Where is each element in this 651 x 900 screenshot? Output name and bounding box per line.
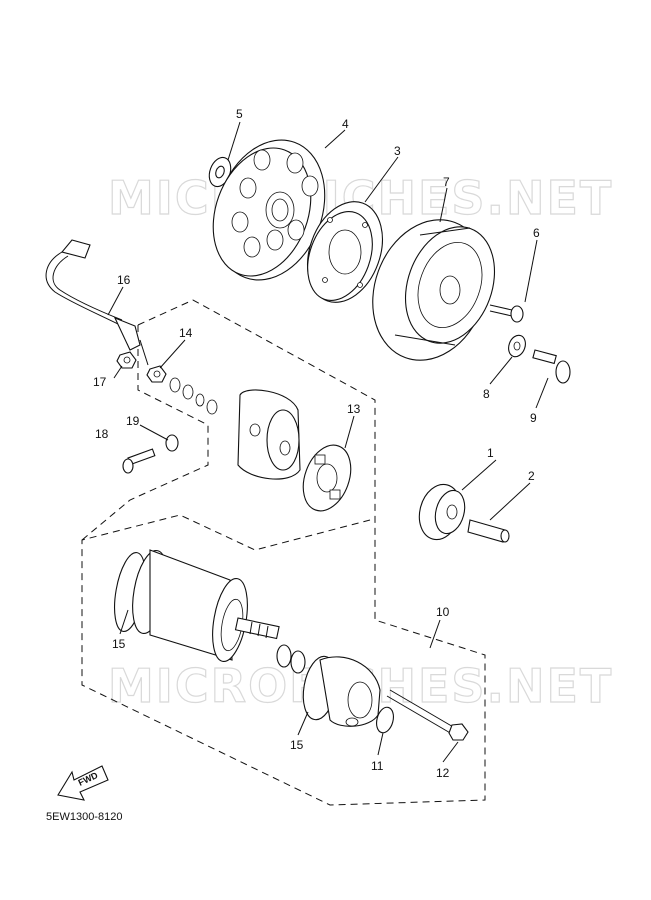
callout-18: 18 [95,427,109,441]
callout-13: 13 [347,402,361,416]
part-rotor-7 [372,219,496,361]
callout-19: 19 [126,414,140,428]
part-screw-18 [122,448,156,474]
part-starter-gear-4 [212,139,326,281]
callout-4: 4 [342,117,349,131]
part-motor-yoke [114,549,280,663]
callout-1: 1 [487,446,494,460]
callout-3: 3 [394,144,401,158]
diagram-code: 5EW1300-8120 [46,811,122,823]
callout-6: 6 [533,226,540,240]
part-long-bolt-12 [386,689,469,741]
part-oring-11 [376,706,394,734]
part-clutch-3 [307,201,383,303]
part-oring-19 [165,434,179,452]
callout-16: 16 [117,273,131,287]
callout-11: 11 [371,759,384,773]
callout-5: 5 [236,107,243,121]
part-front-cover [302,655,381,727]
part-bolt-6 [489,304,524,323]
callout-12: 12 [436,766,450,780]
part-idle-gear-1 [418,483,466,541]
forward-arrow-icon: FWD [57,765,109,801]
assembly-outline [81,299,486,806]
callout-15-lower: 15 [290,738,304,752]
part-lead-wire-16 [45,239,149,366]
callout-9: 9 [530,411,537,425]
callout-10: 10 [436,605,450,619]
part-nut-14 [146,365,218,415]
callout-7: 7 [443,175,450,189]
part-end-cover [237,389,301,480]
callout-2: 2 [528,469,535,483]
part-shaft-orings [276,644,306,674]
part-shaft-2 [467,519,510,543]
part-bolt-9 [532,349,571,384]
callout-15-upper: 15 [112,637,126,651]
callout-17: 17 [93,375,107,389]
leader-lines [107,121,549,763]
callout-8: 8 [483,387,490,401]
callout-14: 14 [179,326,193,340]
assembly-outline-lower [81,325,209,541]
part-nut-17 [116,351,137,369]
part-brush-holder-13 [302,444,352,512]
part-washer-8 [508,334,526,358]
part-washer-5 [208,156,232,188]
